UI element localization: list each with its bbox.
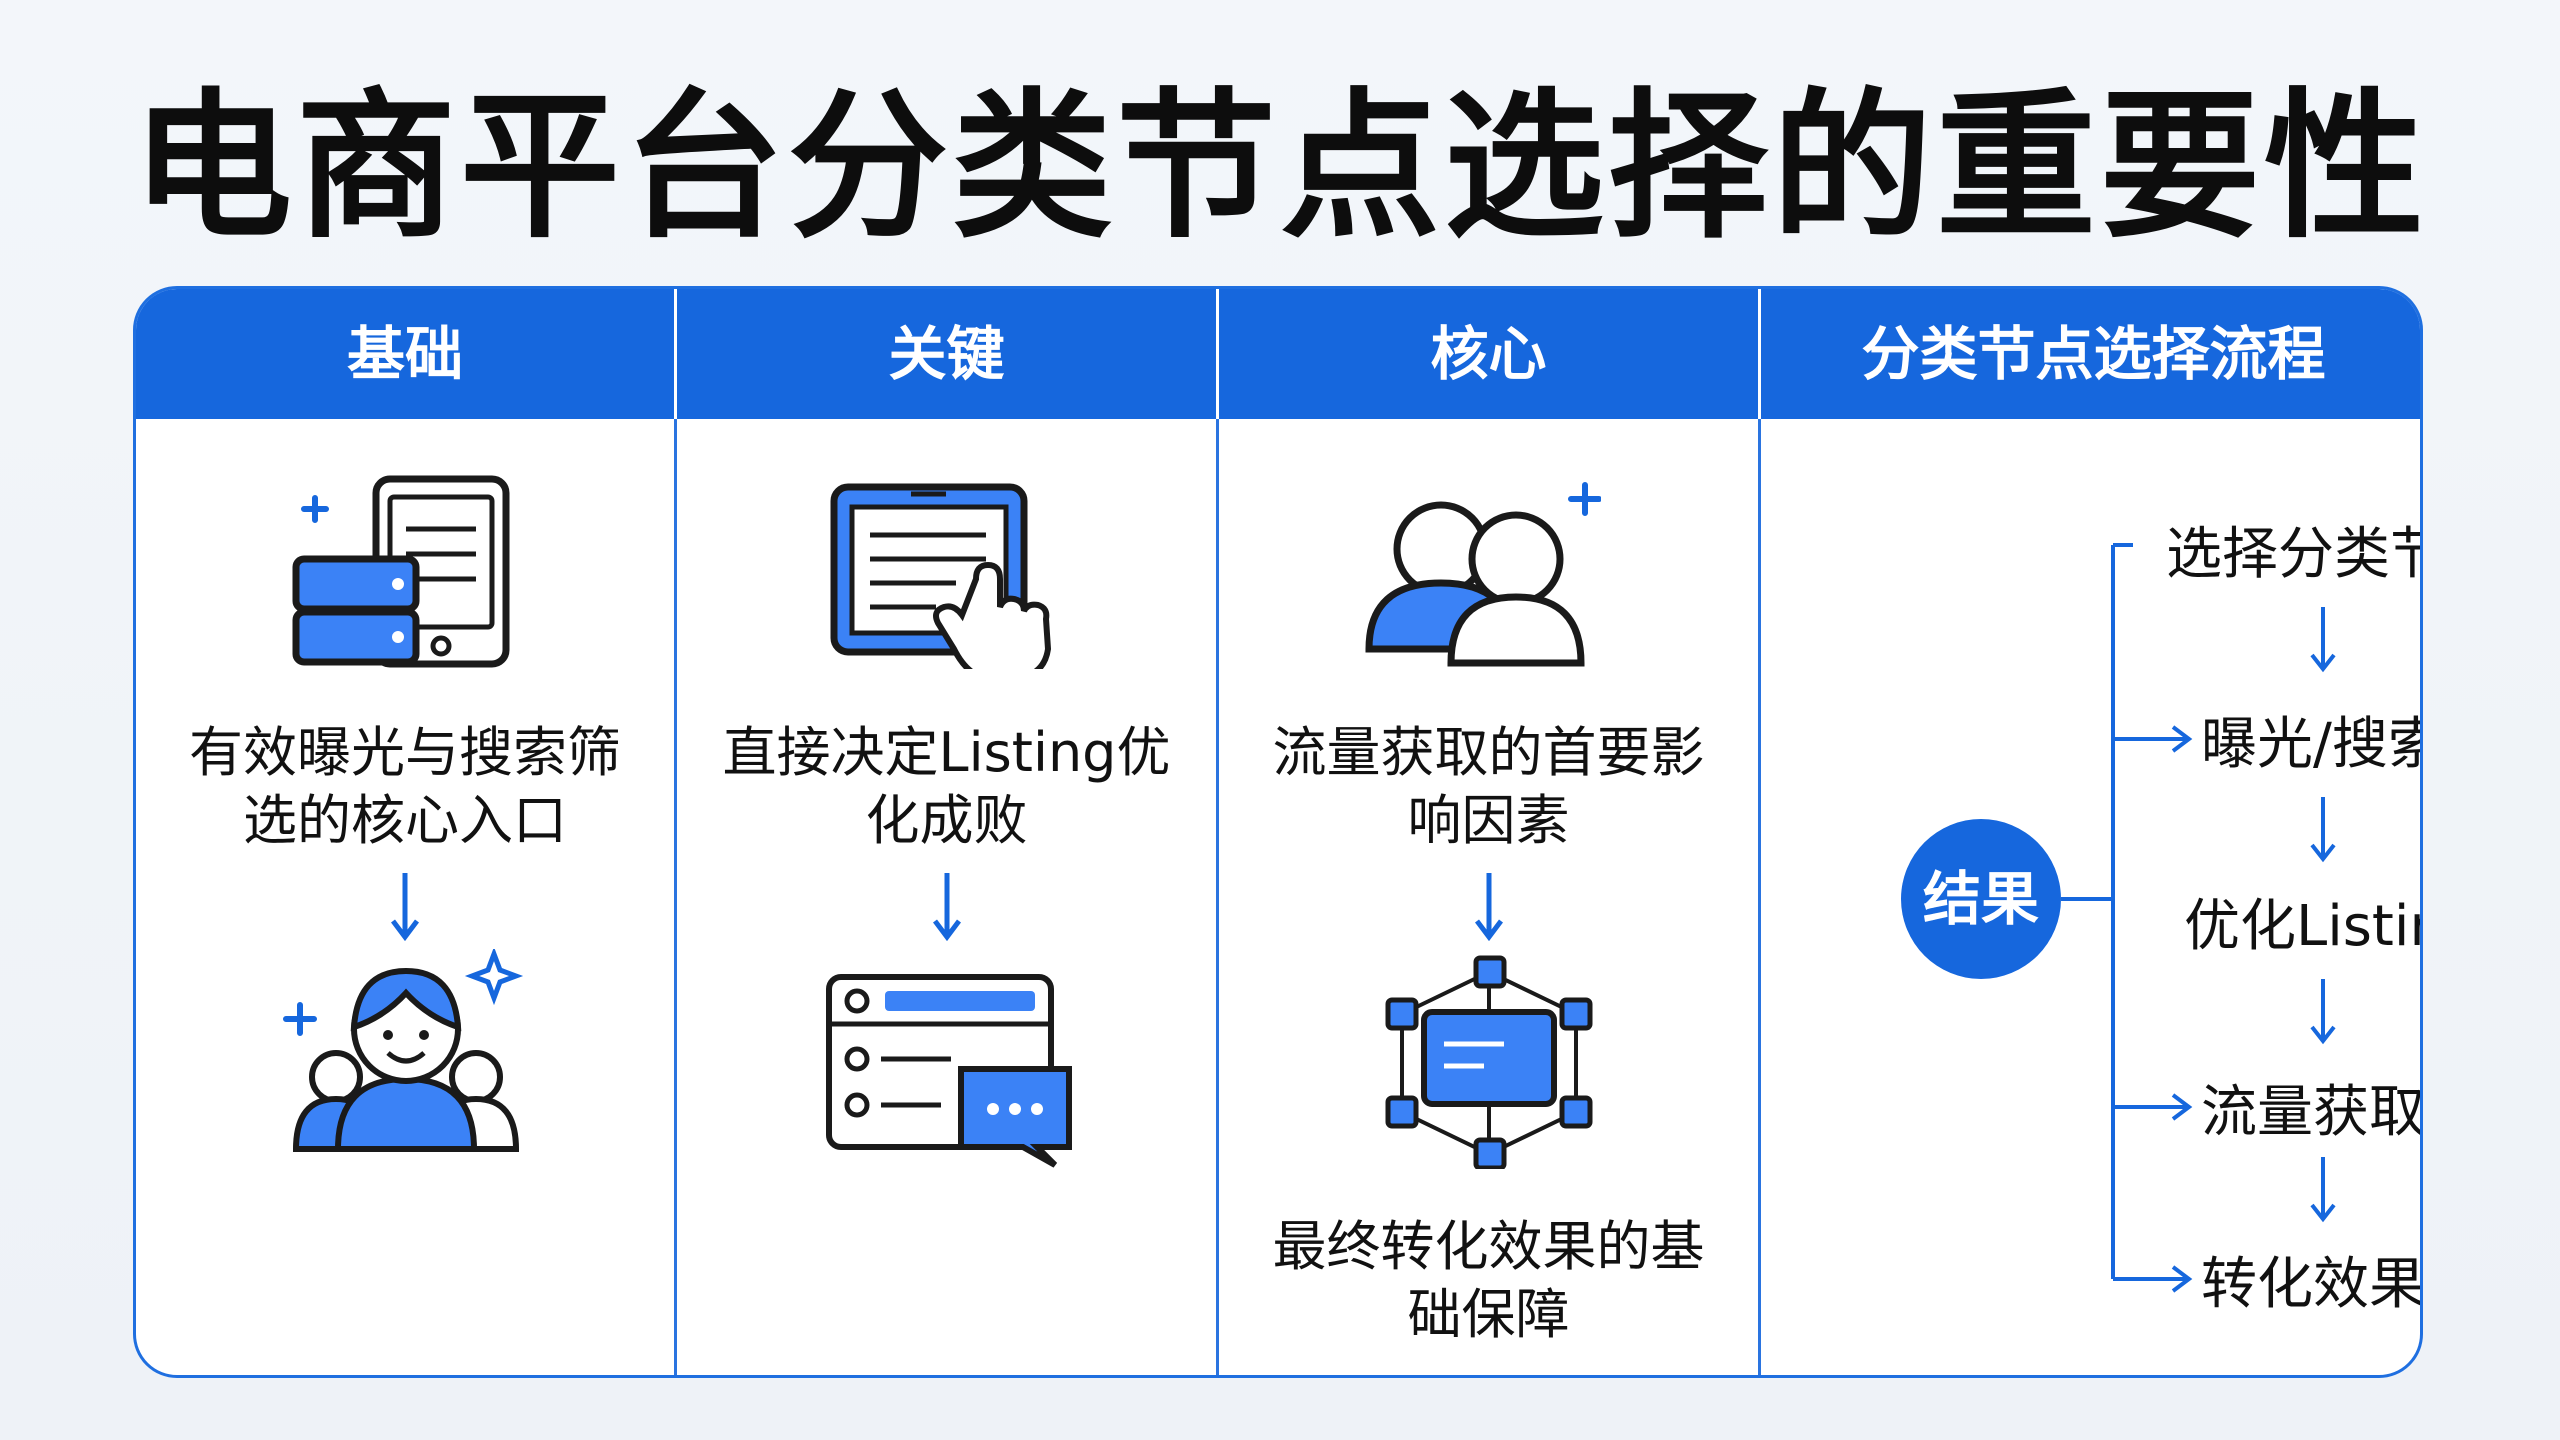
desc-line: 直接决定Listing优 [722,721,1171,784]
result-badge: 结果 [1901,819,2061,979]
column-header-foundation: 基础 [346,320,463,388]
desc-line: 流量获取的首要影 [1272,721,1705,784]
flow-step: 选择分类节点 [2166,522,2420,587]
desc-line: 选的核心入口 [243,789,567,852]
column-header-flow: 分类节点选择流程 [1861,320,2326,388]
column-divider [1758,289,1761,1375]
info-board: 基础 关键 核心 分类节点选择流程 有效曝光与搜索筛 选的核心入口 [133,286,2423,1378]
column-divider [1216,289,1219,1375]
user-group-icon [283,949,524,1152]
users-icon [1365,482,1601,667]
flow-step: 转化效果 [2201,1252,2423,1317]
desc-line: 化成败 [865,789,1028,852]
page-title: 电商平台分类节点选择的重要性 [131,73,2428,260]
desc-line: 响因素 [1407,789,1570,852]
column-header-core: 核心 [1430,320,1547,388]
header-divider [1758,289,1761,419]
down-arrow-icon [391,873,419,941]
listing-chat-icon [826,974,1072,1168]
header-divider [674,289,677,419]
server-tablet-icon [292,475,510,668]
flow-step: 曝光/搜索 [2201,712,2423,777]
flow-step: 流量获取 [2201,1080,2423,1145]
column-header-key: 关键 [888,320,1005,388]
desc-line: 有效曝光与搜索筛 [189,721,621,784]
down-arrow-icon [1475,873,1503,941]
down-arrow-icon [933,873,961,941]
network-monitor-icon [1385,955,1593,1169]
flow-connectors [2061,543,2336,1293]
desc-line: 最终转化效果的基 [1272,1215,1705,1278]
header-divider [1216,289,1219,419]
desc-line: 础保障 [1407,1283,1570,1346]
column-divider [674,289,677,1375]
flow-step: 优化Listing [2184,894,2420,959]
header-bar [136,289,2420,419]
touch-tablet-icon [830,483,1052,669]
